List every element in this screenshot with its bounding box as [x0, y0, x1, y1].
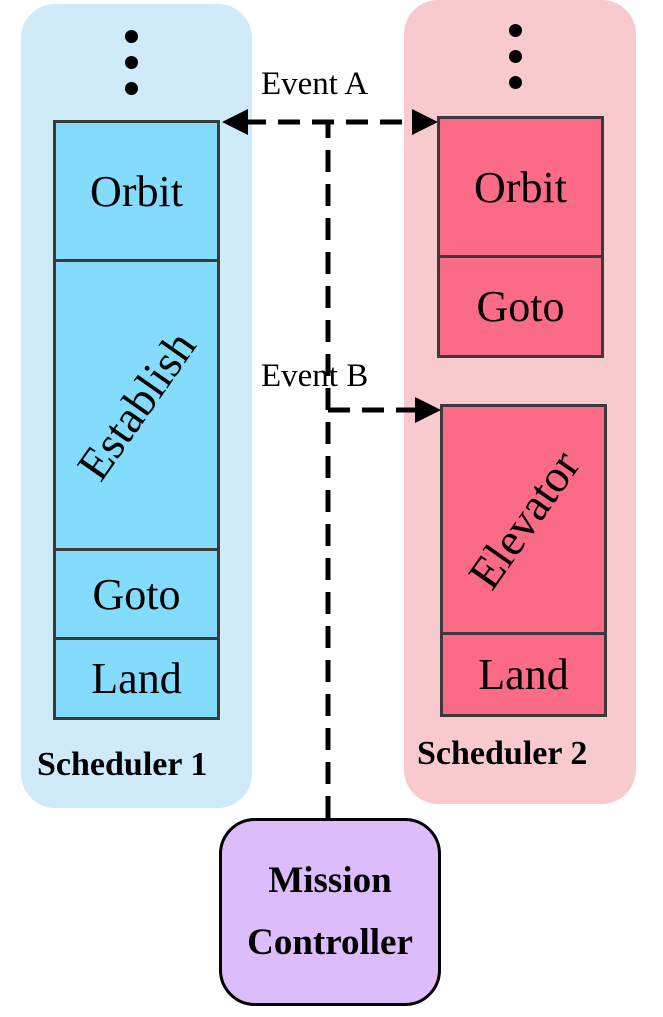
s2-task-goto-label: Goto	[476, 282, 565, 331]
s2-task-orbit: Orbit	[440, 119, 601, 255]
mission-controller-line2: Controller	[247, 922, 413, 963]
scheduler-2-task-stack-upper: Orbit Goto	[437, 116, 604, 358]
s2-task-land: Land	[443, 632, 604, 714]
scheduler-1-more-dots-icon	[125, 30, 139, 108]
mission-controller-box: Mission Controller	[219, 818, 441, 1006]
event-b-label: Event B	[261, 358, 369, 394]
scheduler-1-task-stack: Orbit Establish Goto Land	[53, 120, 220, 720]
s1-task-establish: Establish	[56, 259, 217, 548]
s1-task-land: Land	[56, 637, 217, 717]
event-a-right-arrowhead-icon	[412, 109, 438, 135]
s2-task-orbit-label: Orbit	[474, 162, 567, 212]
s1-task-goto: Goto	[56, 548, 217, 637]
s1-task-land-label: Land	[91, 654, 182, 703]
s2-task-goto: Goto	[440, 255, 601, 355]
s1-task-orbit: Orbit	[56, 123, 217, 259]
scheduler-2-label: Scheduler 2	[417, 735, 588, 772]
event-b-arrowhead-icon	[415, 397, 441, 423]
s1-task-goto-label: Goto	[92, 569, 181, 619]
scheduler-1-label: Scheduler 1	[37, 746, 208, 783]
s2-task-land-label: Land	[478, 650, 569, 699]
s1-task-orbit-label: Orbit	[90, 166, 183, 216]
mission-controller-line1: Mission	[268, 860, 392, 901]
scheduler-2-task-stack-lower: Elevator Land	[440, 404, 607, 717]
event-a-label: Event A	[261, 66, 369, 102]
scheduler-2-more-dots-icon	[509, 24, 523, 102]
event-a-left-arrowhead-icon	[222, 109, 248, 135]
